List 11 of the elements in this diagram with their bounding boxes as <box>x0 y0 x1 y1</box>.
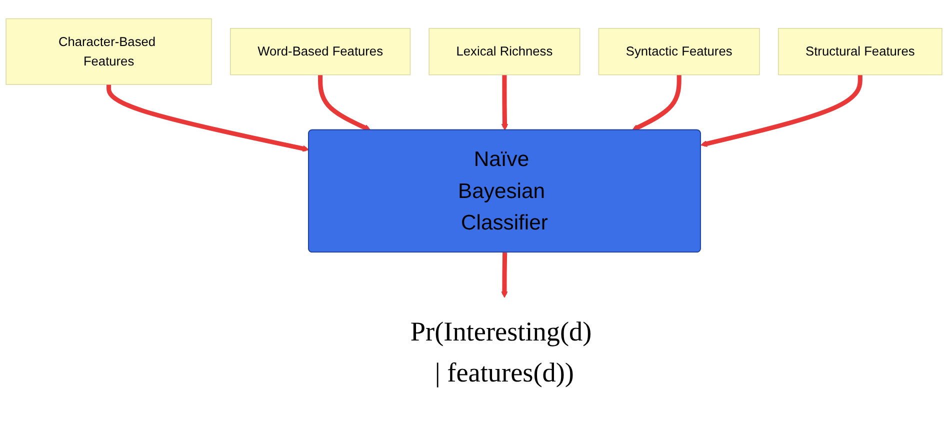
arrow <box>106 84 310 152</box>
node-box: Character-Based Features <box>6 18 212 85</box>
node-box: Structural Features <box>778 28 942 76</box>
node-text: Pr(Interesting(d) | features(d)) <box>410 316 592 388</box>
arrow <box>632 74 682 131</box>
arrow <box>501 252 508 298</box>
node-box: Lexical Richness <box>428 28 580 76</box>
node-box: Syntactic Features <box>598 28 760 76</box>
node-box: Word-Based Features <box>230 28 411 76</box>
arrow <box>501 74 508 130</box>
arrow <box>318 74 371 131</box>
